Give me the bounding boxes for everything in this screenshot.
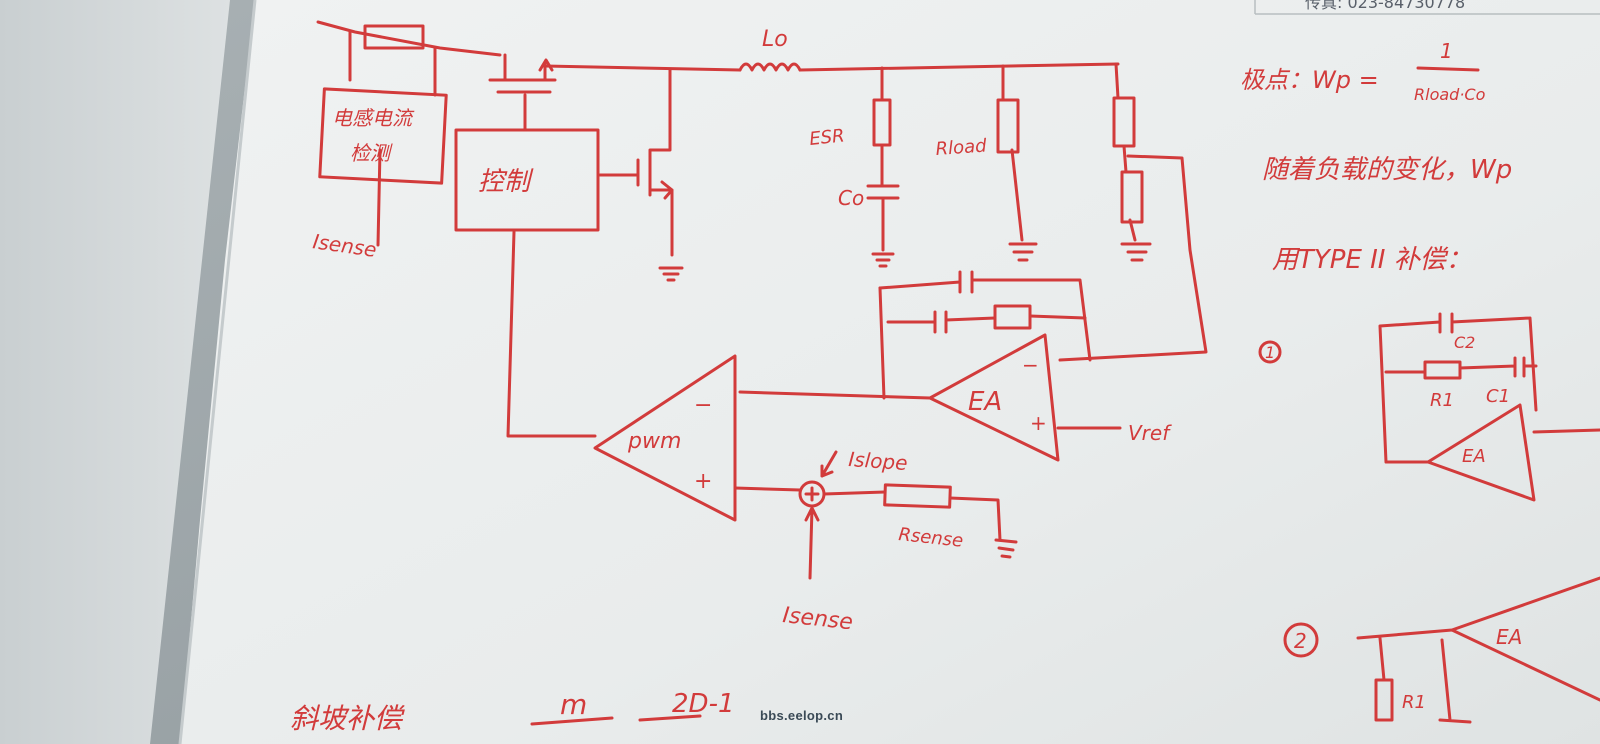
right-ea2-label: EA <box>1496 625 1522 649</box>
input-wire <box>316 20 502 57</box>
divider-ground <box>1120 242 1152 262</box>
circuit-sketch <box>316 20 1600 726</box>
right-c1-label: C1 <box>1486 386 1510 407</box>
label-esr: ESR <box>808 125 845 150</box>
isense-arrow <box>804 506 820 580</box>
hs-mosfet <box>488 53 557 94</box>
right-ea-out <box>1532 428 1600 434</box>
output-rail <box>798 62 1120 72</box>
comp-resistor <box>993 304 1032 330</box>
paper-edge <box>178 0 257 744</box>
label-ea: EA <box>968 387 1002 417</box>
label-pwm-plus: + <box>694 469 712 494</box>
ea-to-pwm <box>738 390 932 400</box>
right-circle-2-num: 2 <box>1294 629 1307 653</box>
watermark: bbs.eelop.cn <box>760 708 844 723</box>
inductor-lo <box>738 62 802 72</box>
right-pole-num: 1 <box>1440 39 1453 63</box>
esr-ground <box>871 252 895 268</box>
formula-bar <box>1416 66 1480 72</box>
comp-left-wire <box>878 286 886 400</box>
label-pwm-minus: − <box>694 393 712 418</box>
label-ea-minus: − <box>1022 353 1039 377</box>
under-paper <box>0 0 230 744</box>
pwm-out-wire <box>506 230 597 438</box>
bottom-scribble-underline <box>530 714 702 726</box>
islope-arrow <box>820 450 838 478</box>
label-vref: Vref <box>1128 421 1172 445</box>
rload-branch <box>1001 64 1024 242</box>
right-network-2 <box>1356 576 1600 724</box>
control-box <box>454 128 600 232</box>
rsense-ground <box>994 538 1018 559</box>
bottom-scribble-m: m <box>560 688 587 721</box>
label-co: Co <box>838 186 864 210</box>
ea-triangle <box>928 333 1060 462</box>
rload-ground <box>1008 242 1038 262</box>
rsense-wire <box>822 490 1002 542</box>
ls-mosfet <box>598 68 674 257</box>
label-current-detect-1: 电感电流 <box>332 106 415 130</box>
right-circle-1 <box>1258 340 1282 364</box>
right-comp-network <box>1378 312 1538 464</box>
header-text: 传真: 023-84730778 <box>1305 0 1465 12</box>
right-circle-1-num: 1 <box>1265 343 1275 362</box>
divider-branch <box>1058 62 1208 362</box>
bottom-scribble-left: 斜坡补偿 <box>290 702 405 735</box>
sum-plus-mark <box>804 486 820 502</box>
right-circle-2 <box>1283 622 1319 658</box>
right-r1 <box>1423 360 1462 380</box>
label-ea-plus: + <box>1030 411 1047 435</box>
label-control: 控制 <box>478 167 534 197</box>
label-islope: Islope <box>848 447 909 475</box>
sketch-labels: Lo ESR Co Rload 电感电流 检测 控制 Isense Islope… <box>290 27 1522 735</box>
right-ea-label: EA <box>1462 446 1486 467</box>
right-line-2: 随着负载的变化，Wp <box>1262 155 1512 185</box>
isense-lead <box>376 148 382 247</box>
right-r1-label: R1 <box>1430 390 1454 411</box>
label-lo: Lo <box>762 27 788 52</box>
label-rload: Rload <box>935 135 988 160</box>
esr-branch <box>866 66 900 252</box>
right-c2: C2 <box>1454 333 1475 352</box>
right-bottom-r1: R1 <box>1402 692 1426 713</box>
pwm-triangle <box>593 354 737 522</box>
pwm-plus-wire <box>733 486 802 492</box>
right-line-3: 用TYPE II 补偿： <box>1272 245 1472 275</box>
divider-r2 <box>1120 170 1144 224</box>
right-pole-formula: Wp = <box>1312 66 1379 94</box>
comp-rc-series <box>886 310 1087 334</box>
label-pwm: pwm <box>627 429 681 454</box>
paper-sheet <box>180 0 1600 744</box>
ls-ground <box>658 266 684 282</box>
esr-resistor <box>872 98 892 147</box>
divider-r1 <box>1112 96 1136 148</box>
sense-resistor-top <box>363 24 425 50</box>
right-pole-den: Rload·Co <box>1414 85 1486 104</box>
rload-resistor <box>996 98 1020 154</box>
right-pole-label: 极点： <box>1240 66 1312 94</box>
right-ea-triangle <box>1426 403 1536 502</box>
comp-cap-top <box>878 270 1092 362</box>
rsense-resistor <box>883 483 952 509</box>
label-current-detect-2: 检测 <box>350 141 393 165</box>
bottom-scribble-2d: 2D-1 <box>672 689 735 719</box>
right-r1-bottom <box>1374 678 1394 722</box>
switch-node-wire <box>543 64 742 72</box>
detect-wires <box>348 30 437 97</box>
